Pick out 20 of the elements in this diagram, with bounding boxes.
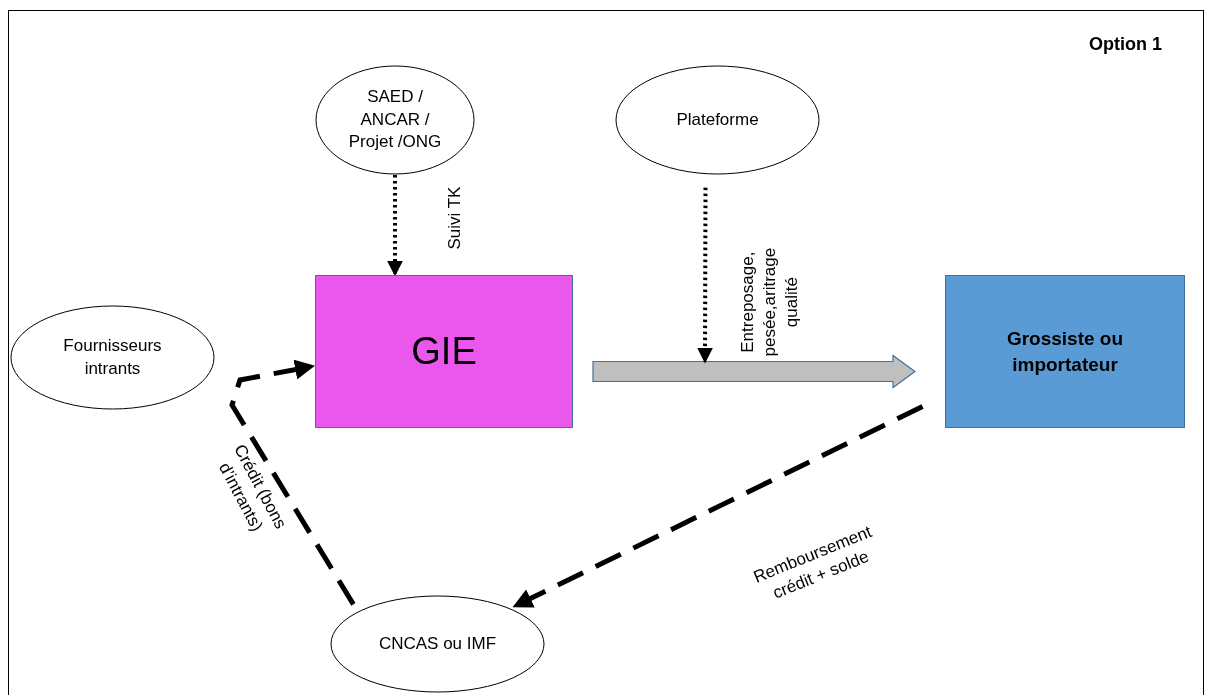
node-label: Plateforme xyxy=(676,108,759,131)
ellipse-node xyxy=(10,305,215,410)
edge-label: Suivi TK xyxy=(443,186,465,250)
node-label: SAED / ANCAR / Projet /ONG xyxy=(347,85,443,154)
dashed-arrow xyxy=(697,187,714,364)
block-arrow xyxy=(592,354,917,389)
node-label: Fournisseurs intrants xyxy=(62,334,163,380)
ellipse-node xyxy=(315,65,475,175)
node-label: Grossiste ou importateur xyxy=(1005,326,1125,377)
process-box xyxy=(945,275,1185,428)
process-box xyxy=(315,275,573,428)
edge-label: Entreposage, pesée,aritrage qualité xyxy=(736,246,803,359)
dashed-arrow xyxy=(229,359,356,606)
dashed-arrow xyxy=(387,175,403,277)
node-label: CNCAS ou IMF xyxy=(378,632,497,655)
dashed-arrow xyxy=(512,404,924,609)
ellipse-node xyxy=(615,65,820,175)
ellipse-node xyxy=(330,595,545,693)
node-label: GIE xyxy=(411,328,477,374)
option-heading: Option 1 xyxy=(1089,34,1162,55)
